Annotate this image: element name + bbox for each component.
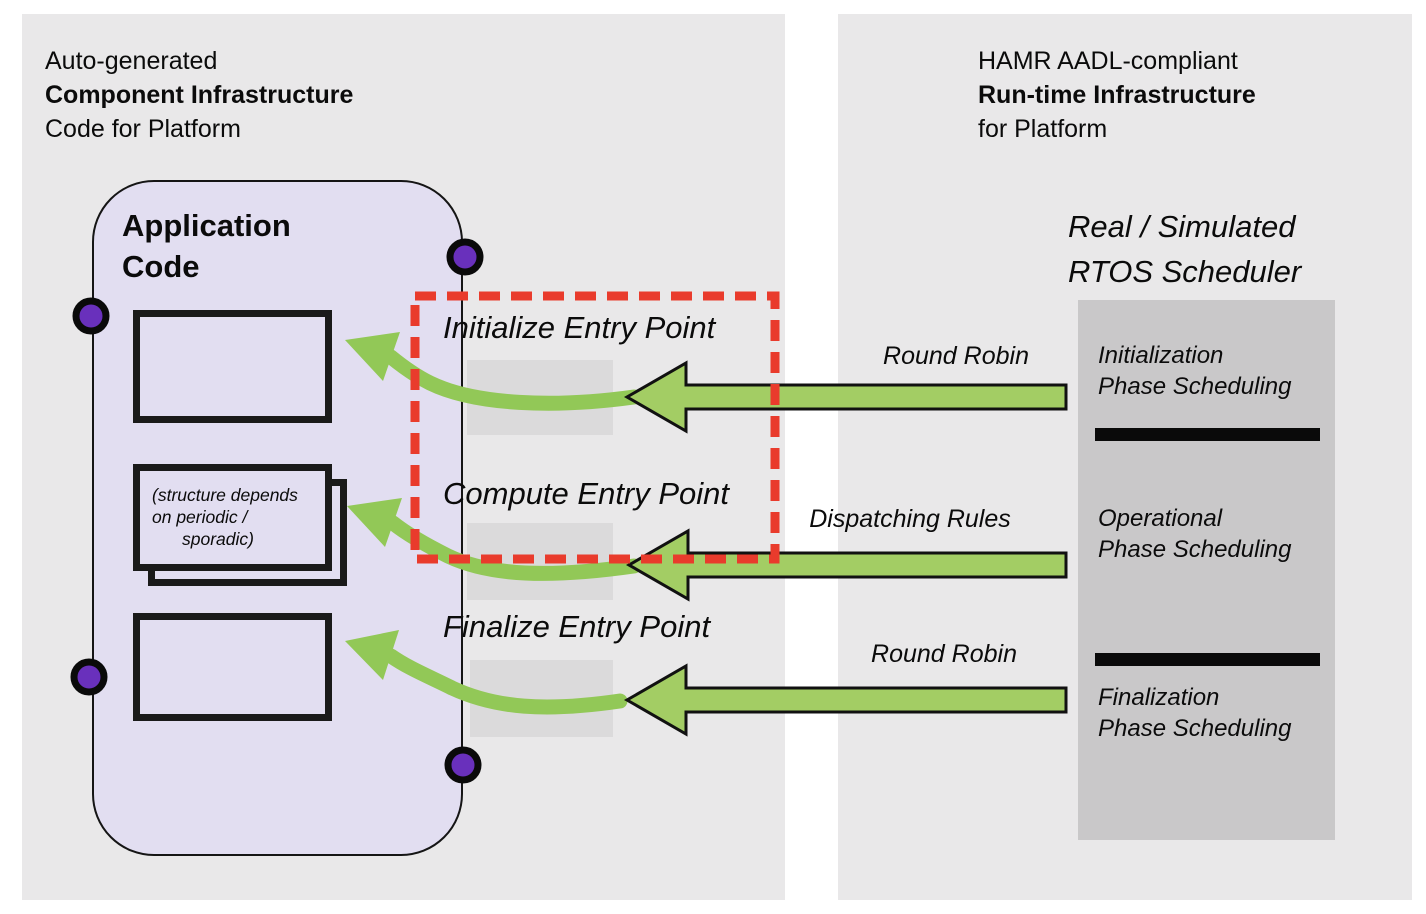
phase-operational-line1: Operational: [1098, 505, 1223, 532]
dispatching-rules-label: Dispatching Rules: [809, 505, 1011, 533]
right-header-line3: for Platform: [978, 115, 1108, 143]
left-header-line1: Auto-generated: [45, 47, 218, 75]
right-header-line1: HAMR AADL-compliant: [978, 47, 1238, 75]
structure-note-line1: (structure depends: [152, 485, 298, 505]
phase-initialization-line1: Initialization: [1098, 342, 1224, 369]
rtos-scheduler-title-line2: RTOS Scheduler: [1068, 254, 1302, 289]
phase-finalization: Finalization Phase Scheduling: [1098, 682, 1291, 744]
compute-code-box: (structure depends on periodic / sporadi…: [133, 464, 332, 571]
phase-finalization-line1: Finalization: [1098, 684, 1220, 711]
round-robin-label-initialize: Round Robin: [883, 342, 1029, 370]
phase-initialization-line2: Phase Scheduling: [1098, 373, 1292, 400]
left-header-line3: Code for Platform: [45, 115, 241, 143]
left-panel-header: Auto-generated Component Infrastructure …: [45, 44, 353, 146]
rtos-scheduler-title: Real / Simulated RTOS Scheduler: [1068, 204, 1301, 294]
application-code-title: Application Code: [122, 208, 291, 284]
phase-divider-2: [1095, 653, 1320, 666]
initialize-entry-point-label: Initialize Entry Point: [443, 310, 716, 345]
finalize-entry-slot: [470, 660, 613, 737]
structure-note-line3: sporadic): [182, 529, 254, 549]
structure-note: (structure depends on periodic / sporadi…: [140, 471, 325, 550]
phase-operational-line2: Phase Scheduling: [1098, 536, 1292, 563]
finalize-code-box: [133, 613, 332, 721]
initialize-code-box: [133, 310, 332, 423]
phase-initialization: Initialization Phase Scheduling: [1098, 340, 1291, 402]
phase-divider-1: [1095, 428, 1320, 441]
left-header-line2: Component Infrastructure: [45, 81, 354, 109]
compute-entry-point-label: Compute Entry Point: [443, 476, 730, 511]
compute-entry-slot: [467, 523, 613, 600]
phase-finalization-line2: Phase Scheduling: [1098, 715, 1292, 742]
right-header-line2: Run-time Infrastructure: [978, 81, 1256, 109]
rtos-scheduler-title-line1: Real / Simulated: [1068, 209, 1296, 244]
phase-operational: Operational Phase Scheduling: [1098, 503, 1291, 565]
initialize-entry-slot: [467, 360, 613, 435]
round-robin-label-finalize: Round Robin: [871, 640, 1017, 668]
right-panel-header: HAMR AADL-compliant Run-time Infrastruct…: [978, 44, 1256, 146]
finalize-entry-point-label: Finalize Entry Point: [443, 609, 711, 644]
rtos-scheduler-box: Initialization Phase Scheduling Operatio…: [1078, 300, 1335, 840]
structure-note-line2: on periodic /: [152, 507, 248, 527]
